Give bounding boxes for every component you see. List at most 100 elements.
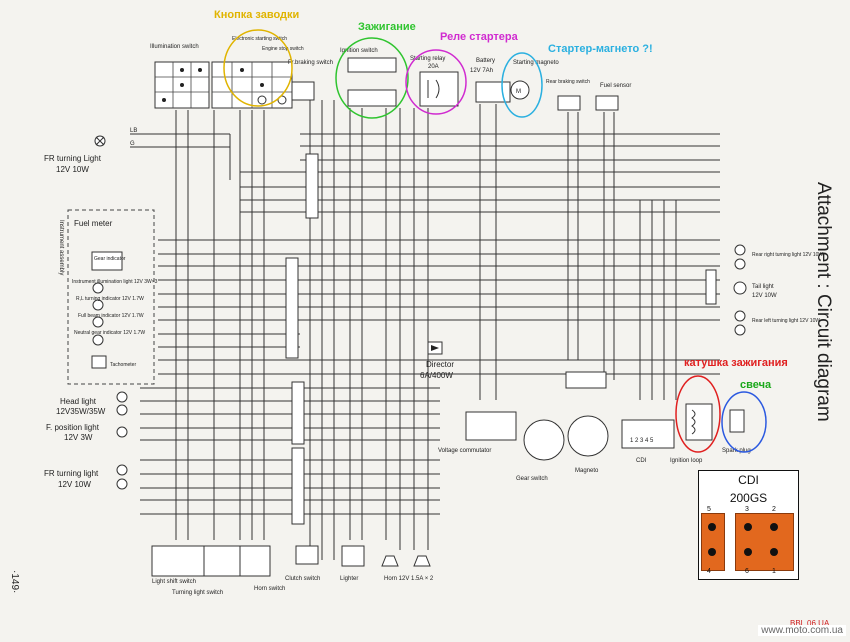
annotation-ignition: Зажигание [358, 21, 416, 33]
wiring-verticals [175, 100, 677, 560]
annotation-starter-relay: Реле стартера [440, 31, 519, 43]
fr-turning-light-bottom-label: FR turning light [44, 469, 99, 478]
start-stop-switch-block: Electronic starting switch Engine stop s… [211, 36, 304, 109]
cdi-pin [708, 548, 716, 556]
horn-switch-label: Horn switch [254, 586, 285, 592]
connector-upper [305, 153, 319, 219]
connector-rear [705, 269, 717, 305]
fr-turning-light-bottom: FR turning light 12V 10W [44, 464, 128, 490]
cdi-pin [744, 523, 752, 531]
starting-relay: Starting relay 20A [410, 56, 459, 107]
director-label: Director [426, 360, 454, 369]
head-light-label: Head light [60, 397, 97, 406]
cdi-label: CDI [636, 458, 647, 464]
tail-light-rating: 12V 10W [752, 293, 777, 299]
stamp: BBL 06 UA [790, 619, 830, 628]
battery-rating: 12V 7Ah [470, 68, 493, 74]
inst-4-label: Neutral gear indicator 12V 1.7W [74, 330, 145, 336]
rear-braking-switch: Rear braking switch [546, 79, 590, 111]
wiring-harness [130, 133, 720, 515]
cdi-pinout-subtitle: 200GS [729, 491, 768, 505]
annotation-starter-magneto: Стартер-магнето ?! [548, 43, 653, 55]
clutch-switch-label: Clutch switch [285, 576, 320, 582]
diagram-title: Attachment : Circuit diagram [813, 182, 834, 422]
fuel-sensor-label: Fuel sensor [600, 83, 631, 89]
instrument-assembly-label: Instrument assembly [58, 220, 64, 275]
cdi-pin [770, 548, 778, 556]
ignition-loop: Ignition loop [670, 403, 713, 464]
connector-headlight [291, 381, 305, 445]
engine-stop-switch-label: Engine stop switch [262, 46, 304, 52]
ignition-switch: Ignition switch [340, 48, 397, 107]
magneto-label: Magneto [575, 468, 599, 474]
gear-switch-label: Gear switch [516, 476, 548, 482]
battery-label: Battery [476, 58, 495, 64]
cdi-connector-left [701, 513, 725, 571]
cdi-pinout-panel: CDI 200GS 5 3 2 4 6 1 [698, 470, 799, 580]
electronic-starting-switch-label: Electronic starting switch [232, 36, 287, 42]
magneto: Magneto [565, 371, 609, 474]
head-light-rating: 12V35W/35W [56, 407, 106, 416]
battery: Battery 12V 7Ah [470, 58, 511, 103]
cdi-pin-number: 1 [772, 568, 776, 575]
f-position-light-rating: 12V 3W [64, 433, 93, 442]
ignition-switch-label: Ignition switch [340, 48, 378, 54]
bottom-switches: Light shift switch Turning light switch … [151, 545, 285, 596]
voltage-commutator-label: Voltage commutator [438, 448, 491, 454]
instrument-assembly: Fuel meter Gear indicator Instrument ill… [58, 209, 158, 385]
turning-light-switch-label: Turning light switch [172, 590, 223, 596]
cdi-pin [744, 548, 752, 556]
starting-relay-rating: 20A [428, 64, 439, 70]
fr-braking-switch: Fr.braking switch [288, 60, 333, 101]
illumination-switch: Illumination switch [150, 44, 210, 109]
rear-right-turning-light-label: Rear right turning light 12V 10W [752, 252, 823, 258]
cdi-pin [770, 523, 778, 531]
cdi: 1 2 3 4 5 CDI [621, 419, 675, 464]
illumination-switch-label: Illumination switch [150, 44, 199, 50]
cdi-pin-number: 5 [707, 506, 711, 513]
fr-turning-light-top-rating: 12V 10W [56, 165, 89, 174]
connector-lower [291, 447, 305, 525]
clutch-switch: Clutch switch [285, 545, 320, 582]
lighter-label: Lighter [340, 576, 358, 582]
horns: Horn 12V 1.5A × 2 [381, 555, 434, 582]
rear-lights: Rear right turning light 12V 10W Tail li… [733, 244, 823, 336]
gear-switch: Gear switch [516, 419, 565, 482]
fr-turning-light-top: FR turning Light 12V 10W LB G [44, 128, 137, 174]
page-number: ·149· [9, 570, 20, 593]
f-position-light-label: F. position light [46, 423, 100, 432]
inst-2-label: R,L turning indicator 12V 1.7W [76, 296, 144, 302]
fuel-sensor: Fuel sensor [595, 83, 631, 111]
wire-label: G [130, 141, 135, 147]
annotation-circles [223, 29, 767, 453]
starting-relay-label: Starting relay [410, 56, 445, 62]
gear-indicator-label: Gear indicator [94, 256, 126, 262]
fuel-meter-label: Fuel meter [74, 219, 113, 228]
rear-left-turning-light-label: Rear left turning light 12V 10W [752, 318, 820, 324]
watermark: www.moto.com.ua [758, 625, 846, 636]
tachometer-label: Tachometer [110, 362, 136, 368]
cdi-pin-number: 2 [772, 506, 776, 513]
wire-label: LB [130, 128, 137, 134]
cdi-pin-number: 6 [745, 568, 749, 575]
fr-turning-light-top-label: FR turning Light [44, 154, 102, 163]
cdi-connector-right [735, 513, 794, 571]
annotation-start-button: Кнопка заводки [214, 9, 299, 21]
voltage-commutator: Voltage commutator [438, 411, 517, 454]
light-shift-switch-label: Light shift switch [152, 579, 196, 585]
tail-light-label: Tail light [752, 284, 774, 290]
cdi-pinout-title: CDI [738, 473, 759, 487]
connector-middle [285, 257, 299, 359]
ignition-loop-label: Ignition loop [670, 458, 703, 464]
fr-braking-switch-label: Fr.braking switch [288, 60, 333, 66]
spark-plug: Spark plug [722, 409, 751, 454]
rear-braking-switch-label: Rear braking switch [546, 79, 590, 85]
horn-label: Horn 12V 1.5A × 2 [384, 576, 434, 582]
head-light-group: Head light 12V35W/35W F. position light … [46, 391, 128, 442]
inst-3-label: Full beam indicator 12V 1.7W [78, 313, 144, 319]
cdi-numbers: 1 2 3 4 5 [630, 438, 654, 444]
cdi-pin-number: 3 [745, 506, 749, 513]
director: Director 6A/400W [420, 341, 454, 380]
director-rating: 6A/400W [420, 371, 453, 380]
